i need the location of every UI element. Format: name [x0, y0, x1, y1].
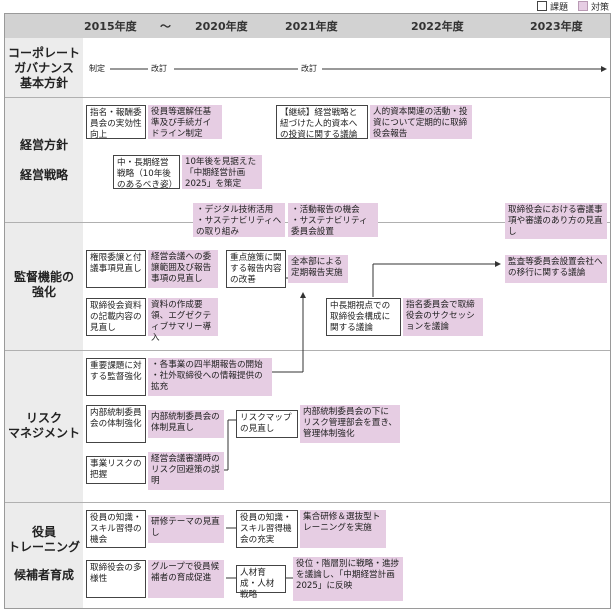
supervision-measure-dx: ・デジタル技術活用 ・サステナビリティへの取り組み — [193, 203, 285, 237]
legend-issue-swatch — [536, 1, 547, 11]
row-label-successor: 候補者育成 — [13, 568, 74, 582]
governance-revise-1: 改訂 — [151, 64, 167, 73]
row-label-management: 経営方針 経営戦略 — [19, 138, 68, 182]
risk-issue-3: 事業リスクの把握 — [86, 456, 146, 484]
supervision-issue-focus: 重点施策に関する報告内容の改善 — [226, 250, 286, 288]
row-label-governance: コーポレート ガバナンス 基本方針 — [7, 46, 80, 90]
training-issue-4: 人材育成・人材戦略 — [236, 565, 286, 600]
legend: 課題 対策 — [536, 0, 609, 13]
diagram-frame — [4, 13, 611, 609]
risk-issue-1: 重要課題に対する監督強化 — [86, 358, 146, 396]
supervision-issue-1: 権限委譲と付議事項見直し — [86, 250, 146, 288]
supervision-measure-board: 取締役会における審議事項や審議のあり方の見直し — [505, 203, 607, 239]
governance-revise-2: 改訂 — [301, 64, 317, 73]
row-divider — [5, 97, 610, 98]
legend-issue-label: 課題 — [549, 3, 568, 13]
row-divider — [5, 502, 610, 503]
year-2020: 2020年度 — [195, 20, 248, 33]
management-issue-1: 指名・報酬委員会の実効性向上 — [86, 105, 146, 140]
training-issue-1: 役員の知識・スキル習得の機会 — [86, 510, 146, 548]
year-2023: 2023年度 — [530, 20, 583, 33]
risk-issue-map: リスクマップの見直し — [236, 410, 298, 438]
legend-measure-swatch — [577, 1, 588, 11]
supervision-measure-audit: 監査等委員会設置会社への移行に関する議論 — [505, 255, 607, 283]
row-divider — [5, 350, 610, 351]
legend-measure-label: 対策 — [590, 3, 609, 13]
supervision-measure-all: 全本部による定期報告実施 — [288, 255, 348, 283]
header-bar — [5, 14, 610, 38]
supervision-issue-2: 取締役会資料の記載内容の見直し — [86, 298, 146, 336]
management-measure-2: 10年後を見据えた「中期経営計画2025」を策定 — [182, 155, 262, 189]
management-issue-3: 【継続】経営戦略と紐づけた人的資本への投資に関する議論 — [276, 105, 368, 140]
row-label-supervision: 監督機能の 強化 — [13, 270, 74, 299]
legend-issue: 課題 — [536, 0, 568, 13]
supervision-issue-mid: 中長期視点での取締役会構成に関する議論 — [326, 298, 401, 336]
management-measure-1: 役員等選解任基準及び手続ガイドライン制定 — [148, 105, 222, 139]
training-measure-3: グループで役員候補者の育成促進 — [148, 560, 224, 598]
training-measure-2: 集合研修＆選抜型トレーニングを実施 — [300, 510, 386, 548]
row-label-training: 役員 トレーニング — [7, 525, 80, 554]
management-measure-3: 人的資本関連の活動・投資について定期的に取締役会報告 — [370, 105, 472, 139]
training-issue-3: 取締役会の多様性 — [86, 560, 146, 598]
training-issue-2: 役員の知識・スキル習得機会の充実 — [236, 510, 298, 548]
risk-measure-1: ・各事業の四半期報告の開始 ・社外取締役への情報提供の拡充 — [148, 358, 272, 396]
row-label-risk: リスク マネジメント — [7, 411, 80, 440]
governance-enact: 制定 — [89, 64, 105, 73]
supervision-measure-2: 資料の作成要領、エグゼクティブサマリー導入 — [148, 298, 218, 343]
management-issue-2: 中・長期経営戦略（10年後のあるべき姿） — [113, 155, 180, 190]
risk-measure-map: 内部統制委員会の下にリスク管理部会を置き、管理体制強化 — [300, 405, 400, 443]
legend-measure: 対策 — [577, 0, 609, 13]
risk-measure-2: 内部統制委員会の体制見直し — [148, 410, 224, 438]
supervision-measure-1: 経営会議への委譲範囲及び報告事項の見直し — [148, 250, 218, 288]
supervision-measure-sustainability: ・活動報告の機会 ・サステナビリティ委員会設置 — [288, 203, 378, 237]
year-tilde: 〜 — [160, 20, 171, 33]
year-2022: 2022年度 — [411, 20, 464, 33]
training-measure-4: 役位・階層別に戦略・進捗を議論し、「中期経営計画2025」に反映 — [293, 557, 403, 601]
row-label-column — [5, 38, 83, 608]
supervision-measure-nomination: 指名委員会で取締役会のサクセッションを議論 — [403, 298, 483, 336]
year-2021: 2021年度 — [285, 20, 338, 33]
year-2015: 2015年度 — [84, 20, 137, 33]
training-measure-1: 研修テーマの見直し — [148, 515, 224, 543]
risk-measure-3: 経営会議審議時のリスク回避策の説明 — [148, 452, 224, 490]
risk-issue-2: 内部統制委員会の体制強化 — [86, 405, 146, 443]
